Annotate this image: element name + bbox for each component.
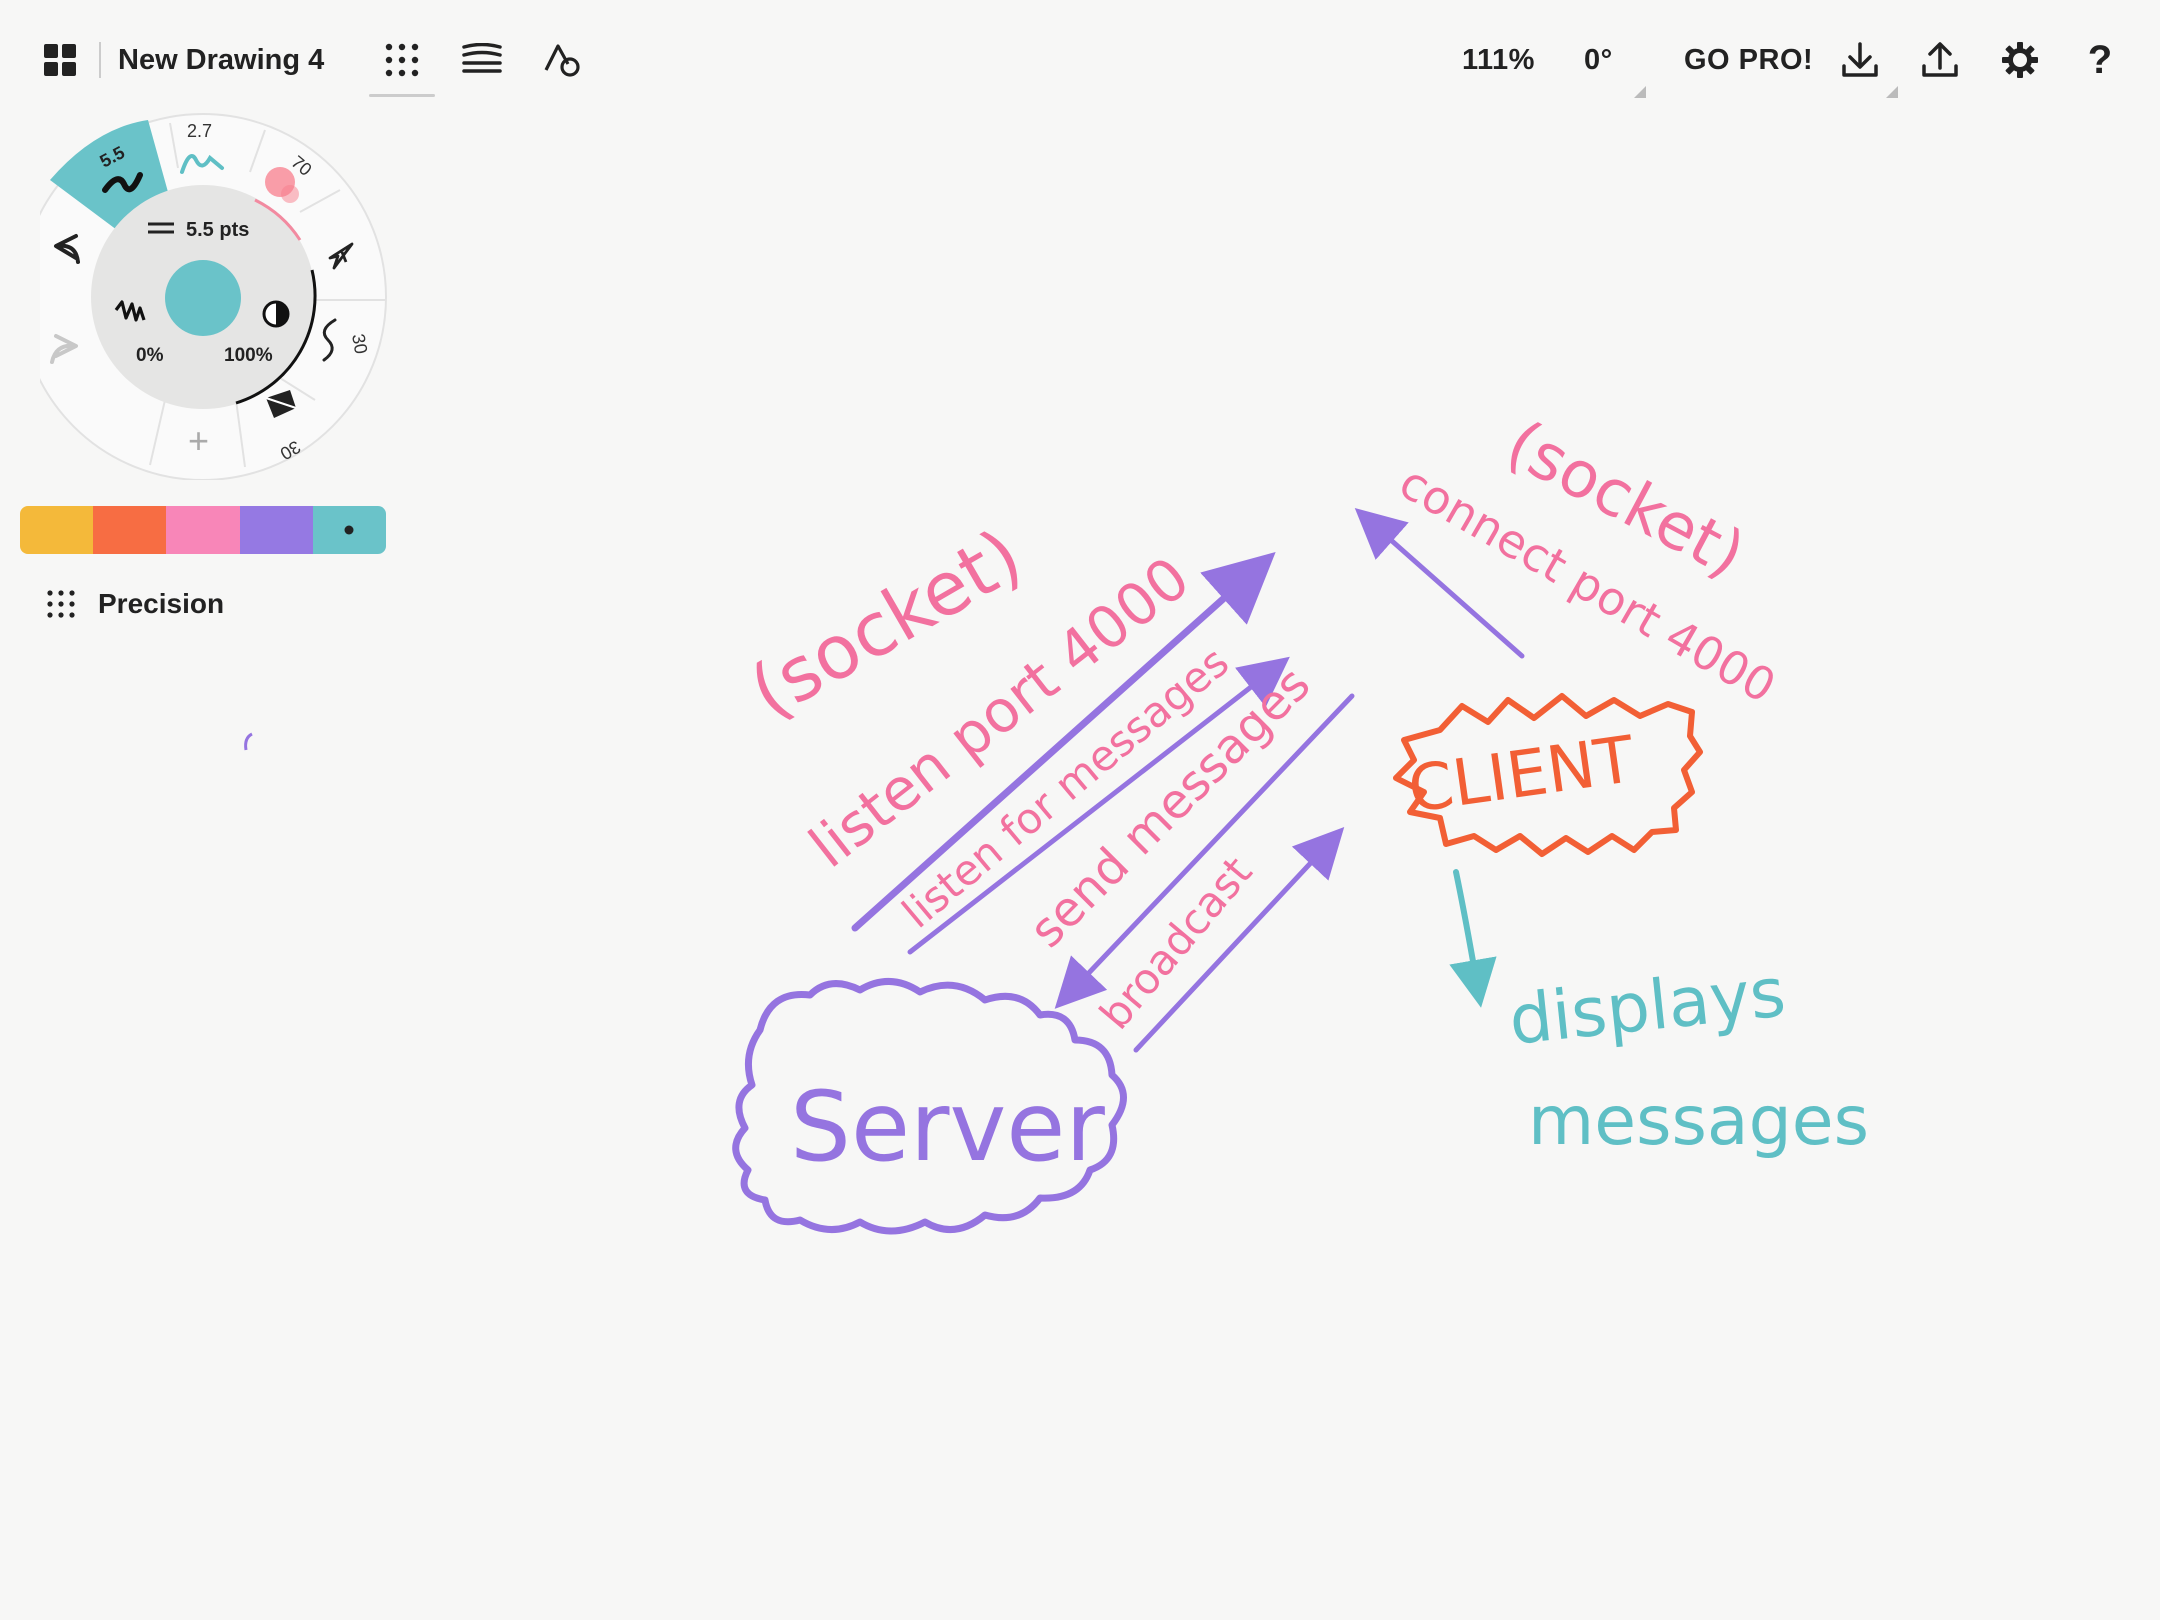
label-socket-left: (socket) xyxy=(736,513,1036,736)
color-swatch-teal[interactable] xyxy=(312,506,386,554)
label-broadcast: broadcast xyxy=(1090,847,1261,1038)
tool-wheel: 5.5 2.7 70 30 30 + 5.5 pts 0% 100% xyxy=(40,113,387,480)
server-cloud-shape xyxy=(732,978,1127,1235)
pencil-tool-icon[interactable] xyxy=(322,318,337,362)
size-arc xyxy=(235,269,317,405)
active-tool-underline xyxy=(369,94,435,97)
pen-tool-icon[interactable] xyxy=(180,154,224,174)
client-burst-shape xyxy=(1393,693,1703,857)
shapes-icon[interactable] xyxy=(540,38,584,82)
add-tool-button[interactable]: + xyxy=(188,420,209,461)
go-pro-button[interactable]: GO PRO! xyxy=(1684,43,1814,76)
arrow-send-messages xyxy=(1054,693,1355,1009)
arrow-displays xyxy=(1449,869,1497,1008)
pencil-size: 30 xyxy=(348,332,371,355)
opacity-value: 100% xyxy=(224,345,273,366)
arrow-listen-messages xyxy=(907,656,1290,955)
label-socket-right: (socket) xyxy=(1494,407,1756,593)
color-swatch-pink[interactable] xyxy=(166,506,240,554)
title-divider xyxy=(99,42,101,78)
zoom-level[interactable]: 111% xyxy=(1462,43,1535,76)
arrow-connect xyxy=(1354,508,1525,659)
label-send-messages: send messages xyxy=(1019,656,1321,958)
current-color-swatch[interactable] xyxy=(165,260,241,336)
arrow-broadcast xyxy=(1133,827,1345,1053)
label-messages: messages xyxy=(1528,1082,1869,1161)
label-displays: displays xyxy=(1506,953,1790,1061)
selection-tool-icon[interactable] xyxy=(328,242,354,270)
color-palette xyxy=(20,506,386,554)
label-listen-messages: listen for messages xyxy=(893,637,1238,938)
precision-mode[interactable]: Precision xyxy=(46,588,224,620)
color-swatch-yellow[interactable] xyxy=(20,506,94,554)
label-listen-port: listen port 4000 xyxy=(797,544,1202,881)
share-icon[interactable] xyxy=(1918,38,1962,82)
download-icon[interactable] xyxy=(1838,38,1882,82)
precision-grid-icon xyxy=(47,590,75,618)
gallery-grid-icon[interactable] xyxy=(40,40,80,80)
label-server: Server xyxy=(790,1071,1105,1183)
redo-icon[interactable] xyxy=(50,334,78,364)
help-icon[interactable]: ? xyxy=(2087,37,2113,82)
drawing-title[interactable]: New Drawing 4 xyxy=(118,43,325,76)
arrow-listen xyxy=(851,552,1276,932)
color-swatch-orange[interactable] xyxy=(93,506,167,554)
smoothing-icon[interactable] xyxy=(114,300,146,322)
rotation-angle[interactable]: 0° xyxy=(1584,43,1613,76)
opacity-arc xyxy=(254,198,302,241)
selected-color-dot xyxy=(344,525,354,535)
precision-label: Precision xyxy=(98,588,225,619)
stroke-width-label[interactable]: 5.5 pts xyxy=(186,219,249,241)
download-corner-mark xyxy=(1886,86,1898,98)
label-client: CLIENT xyxy=(1404,723,1640,828)
color-swatch-purple[interactable] xyxy=(239,506,313,554)
dots-grid-icon[interactable] xyxy=(382,40,422,80)
layers-icon[interactable] xyxy=(460,40,504,80)
zoom-corner-mark xyxy=(1634,86,1646,98)
brush-tool-icon xyxy=(102,172,143,193)
label-connect-port: connect port 4000 xyxy=(1391,455,1785,714)
smoothing-value: 0% xyxy=(136,345,164,366)
settings-icon[interactable] xyxy=(1998,38,2042,82)
pen-size: 2.7 xyxy=(187,121,212,141)
stray-stroke xyxy=(244,732,253,751)
top-toolbar: New Drawing 4 111% 0° GO PRO! xyxy=(0,0,2160,120)
undo-icon[interactable] xyxy=(54,234,80,264)
